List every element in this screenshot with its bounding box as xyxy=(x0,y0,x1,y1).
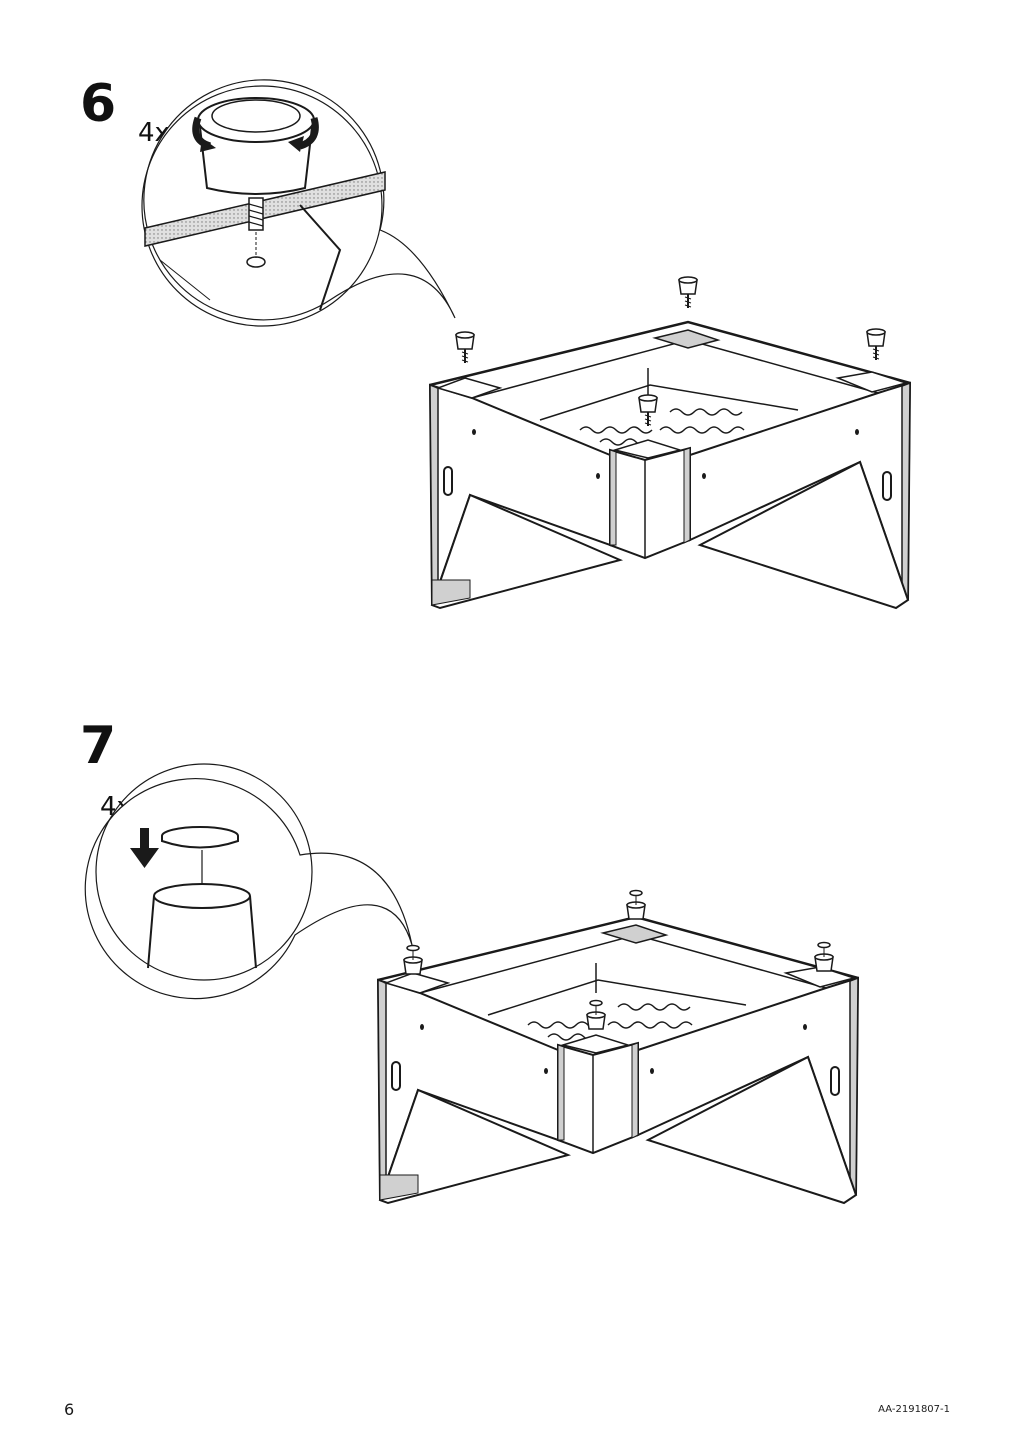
step-6-number: 6 xyxy=(80,74,117,134)
rotate-ccw-arrow-icon xyxy=(288,117,319,152)
step-7-number: 7 xyxy=(80,716,117,776)
page-number: 6 xyxy=(64,1400,75,1419)
step-7-frame-illustration xyxy=(376,889,860,1205)
rotate-cw-arrow-icon xyxy=(192,116,216,152)
document-id: AA-2191807-1 xyxy=(878,1404,950,1415)
step-6-detail-callout xyxy=(141,79,456,327)
step-6-frame-illustration xyxy=(428,276,912,610)
down-arrow-icon xyxy=(130,828,159,868)
step-7-detail-callout xyxy=(84,763,413,1000)
